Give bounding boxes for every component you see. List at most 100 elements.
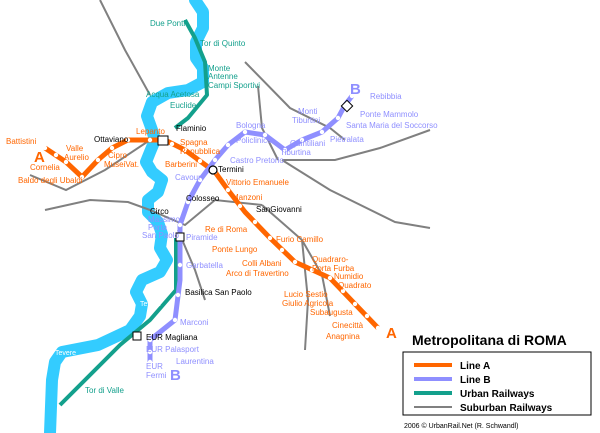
station-label: Repubblica <box>180 147 221 156</box>
station-label: Battistini <box>6 137 36 146</box>
station-label: Circo <box>150 207 169 216</box>
station-label: Acqua Acetosa <box>146 90 200 99</box>
station-label: Cavour <box>175 173 201 182</box>
legend-box <box>402 351 592 416</box>
rail-east-2 <box>281 159 431 229</box>
station-label: Tor di Quinto <box>200 39 246 48</box>
station-label: Marconi <box>180 318 209 327</box>
station-label: Pietralata <box>330 135 364 144</box>
station-label: Quintiliani <box>290 139 325 148</box>
river-label: Tevere <box>140 301 161 308</box>
line-a-letter-east: A <box>386 325 397 342</box>
interchange-mammolo-icon <box>340 99 354 113</box>
station-label: Anagnina <box>326 332 360 341</box>
urban-line-south <box>58 238 178 407</box>
station-label: SanGiovanni <box>256 205 302 214</box>
interchange-flaminio-icon <box>157 135 169 146</box>
station-label: EUR <box>146 362 163 371</box>
legend-label-line-a: Line A <box>460 361 490 372</box>
station-label: Barberini <box>165 160 197 169</box>
station-label: Tor di Valle <box>85 386 125 395</box>
urban-line-north <box>173 19 209 130</box>
urban-railways <box>58 19 209 407</box>
station-label: Tiburtina <box>280 148 311 157</box>
rail-south-2 <box>177 229 206 301</box>
rail-north <box>257 85 279 161</box>
station-label: Laurentina <box>176 357 214 366</box>
station-label: Valle <box>66 144 84 153</box>
station-label: Campi Sportivi <box>208 81 260 90</box>
station-label: Termini <box>218 165 244 174</box>
station-label: Flaminio <box>176 124 207 133</box>
suburban-railways <box>29 0 431 351</box>
interchange-magliana-icon <box>132 331 142 341</box>
station-label: Policlinico <box>236 136 272 145</box>
station-label: Numidio <box>334 272 364 281</box>
station-label: Furio Camillo <box>276 235 324 244</box>
line-a-letter-west: A <box>34 149 45 166</box>
station-label: Vittorio Emanuele <box>226 178 290 187</box>
rail-north-west <box>99 0 151 96</box>
station-label: Quadrato <box>338 281 372 290</box>
river-tiber <box>44 0 209 433</box>
station-label: Castro Pretorio <box>230 156 284 165</box>
line-a <box>42 137 381 331</box>
rail-north-east <box>244 61 346 141</box>
station-label: Antenne <box>208 72 238 81</box>
station-label: Arco di Travertino <box>226 269 289 278</box>
station-label: Manzoni <box>232 193 262 202</box>
line-b <box>147 93 355 365</box>
map-title: Metropolitana di ROMA <box>412 332 567 348</box>
credit-text: 2006 © UrbanRail.Net (R. Schwandl) <box>404 422 519 430</box>
station-label: Lucio Sestio <box>284 290 328 299</box>
rail-west-2 <box>44 198 151 211</box>
station-label: Santa Maria del Soccorso <box>346 121 438 130</box>
station-label: Rebibbia <box>370 92 402 101</box>
station-label: MuseiVat. <box>104 160 139 169</box>
station-label: Porta <box>148 223 168 232</box>
station-label: Aurelio <box>64 153 89 162</box>
legend: Line A Line B Urban Railways Suburban Ra… <box>402 351 592 416</box>
station-label: EUR Palasport <box>146 345 200 354</box>
station-label: Giulio Agricola <box>282 299 334 308</box>
station-label: Tiburtini <box>292 116 320 125</box>
station-label: Cipro <box>108 151 128 160</box>
station-label: Monti <box>298 107 318 116</box>
station-label: Bologna <box>236 121 266 130</box>
river-label: Tevere <box>206 58 227 65</box>
station-label: Quadraro- <box>312 255 349 264</box>
station-label: Baldo degli Ubaldi <box>18 176 83 185</box>
station-label: EUR Magliana <box>146 333 198 342</box>
station-label: Cinecittà <box>332 321 364 330</box>
station-label: Euclide <box>170 101 197 110</box>
station-label: Cornelia <box>30 163 60 172</box>
station-label: Ponte Lungo <box>212 245 258 254</box>
interchange-piramide-icon <box>175 232 185 242</box>
river-course <box>44 0 209 433</box>
line-a-labels: Battistini Cornelia Baldo degli Ubaldi V… <box>6 127 372 341</box>
station-label: Garbatella <box>186 261 223 270</box>
line-b-letter-north: B <box>350 81 361 98</box>
station-label: Colli Albani <box>242 259 282 268</box>
legend-label-urban: Urban Railways <box>460 389 535 400</box>
river-label: Tevere <box>55 350 76 357</box>
station-label: Ottaviano <box>94 135 129 144</box>
station-label: Fermi <box>146 371 167 380</box>
legend-label-line-b: Line B <box>460 375 491 386</box>
station-label: Re di Roma <box>205 225 248 234</box>
rail-east <box>282 129 431 161</box>
interchanges <box>132 99 354 341</box>
station-label: Piramide <box>186 233 218 242</box>
station-label: Colosseo <box>186 194 220 203</box>
station-label: San Paolo <box>142 231 179 240</box>
station-label: Lepanto <box>136 127 165 136</box>
line-b-letter-south: B <box>170 367 181 384</box>
station-label: Basilica San Paolo <box>185 288 252 297</box>
rail-south-east <box>261 204 331 317</box>
station-label: Spagna <box>180 138 208 147</box>
rail-west <box>29 139 151 192</box>
interchange-labels: Ottaviano Flaminio Termini Colosseo Circ… <box>94 124 302 342</box>
line-a-stations <box>42 137 381 331</box>
